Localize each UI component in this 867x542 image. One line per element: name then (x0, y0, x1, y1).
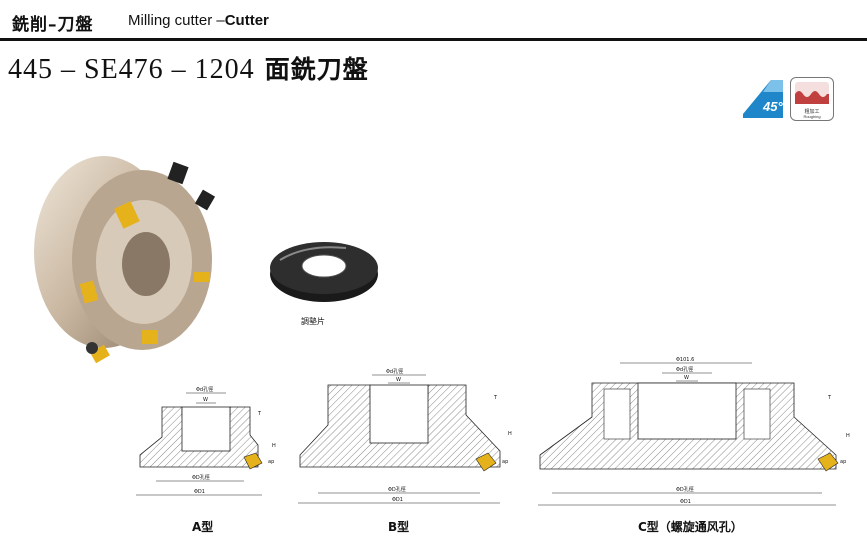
header-rule (0, 38, 867, 41)
type-a-caption: A型 (192, 520, 214, 534)
roughing-wave (795, 91, 829, 104)
insert-bottom-right (142, 330, 158, 344)
type-c-bolt-hole-left (603, 388, 631, 440)
category-cn: 銑削–刀盤 (12, 15, 94, 35)
screw-icon (86, 342, 98, 354)
insert-right (194, 272, 210, 282)
roughing-icon (795, 82, 829, 104)
type-a-w-label: W (203, 397, 208, 403)
type-c-insert (817, 452, 839, 472)
drawing-type-a: Φd孔徑 W ΦD孔徑 ΦD1 H T ap (136, 386, 276, 496)
insert-bottom (90, 344, 110, 364)
type-c-pitch-label: Φ101.6 (676, 357, 694, 363)
roughing-label-cn: 粗加工 (804, 109, 820, 115)
type-a-bore-label: Φd孔徑 (196, 386, 213, 393)
washer-label: 調墊片 (301, 317, 325, 326)
type-b-insert (475, 452, 497, 472)
page-header: 銑削–刀盤 Milling cutter –Cutter (0, 0, 867, 41)
angle-badge-highlight (763, 80, 783, 92)
type-a-bore (181, 406, 231, 452)
type-c-h-label: H (846, 433, 850, 439)
type-a-d1-label: ΦD1 (194, 489, 205, 495)
washer-hole (301, 254, 347, 278)
type-c-bore (637, 382, 737, 440)
category-en-bold: Cutter (224, 12, 269, 29)
type-a-d-label: ΦD孔徑 (192, 474, 210, 481)
type-b-bore (369, 384, 429, 444)
type-c-bore-label: Φd孔徑 (676, 366, 693, 373)
product-name-cn: 面銑刀盤 (264, 55, 369, 84)
type-a-insert (243, 452, 263, 470)
model-number: 445 – SE476 – 1204 (8, 54, 255, 85)
technical-drawings: Φd孔徑 W ΦD孔徑 ΦD1 H T ap Φd孔徑 W ΦD孔徑 ΦD1 H… (136, 357, 850, 506)
angle-45-badge: 45° (743, 80, 783, 118)
drawing-type-b: Φd孔徑 W ΦD孔徑 ΦD1 H T ap (298, 368, 512, 504)
category-en: Milling cutter –Cutter (128, 12, 269, 29)
type-b-caption: B型 (388, 520, 410, 534)
type-b-t-label: T (493, 395, 498, 401)
type-c-w-label: W (684, 375, 689, 381)
product-title: 445 – SE476 – 1204 面銑刀盤 (8, 50, 369, 86)
type-a-h-label: H (272, 443, 276, 449)
roughing-badge: 粗加工 Roughing (790, 77, 834, 121)
type-c-ap-label: ap (840, 459, 846, 465)
type-a-ap-label: ap (268, 459, 274, 465)
angle-badge-text: 45° (762, 99, 783, 114)
type-c-d1-label: ΦD1 (680, 499, 691, 505)
type-b-bore-label: Φd孔徑 (386, 368, 403, 375)
washer-highlight (279, 246, 347, 261)
type-b-d-label: ΦD孔徑 (388, 486, 406, 493)
cutter-bore (122, 232, 170, 296)
cutter-photo (34, 156, 216, 364)
type-c-bolt-hole-right (743, 388, 771, 440)
type-c-t-label: T (827, 395, 832, 401)
type-b-w-label: W (396, 377, 401, 383)
type-c-caption: C型（螺旋通风孔） (638, 520, 743, 534)
category-en-prefix: Milling cutter – (128, 12, 225, 29)
insert-top-right (194, 189, 216, 211)
insert-top (167, 161, 189, 185)
washer-image (270, 242, 378, 302)
insert-left-lower (79, 280, 99, 304)
type-b-ap-label: ap (502, 459, 508, 465)
insert-left-upper (114, 201, 140, 229)
roughing-label-en: Roughing (803, 114, 821, 119)
drawing-type-c: Φ101.6 Φd孔徑 W ΦD孔徑 ΦD1 H T ap (538, 357, 850, 506)
type-a-t-label: T (257, 411, 262, 417)
type-b-h-label: H (508, 431, 512, 437)
type-c-d-label: ΦD孔徑 (676, 486, 694, 493)
type-b-d1-label: ΦD1 (392, 497, 403, 503)
